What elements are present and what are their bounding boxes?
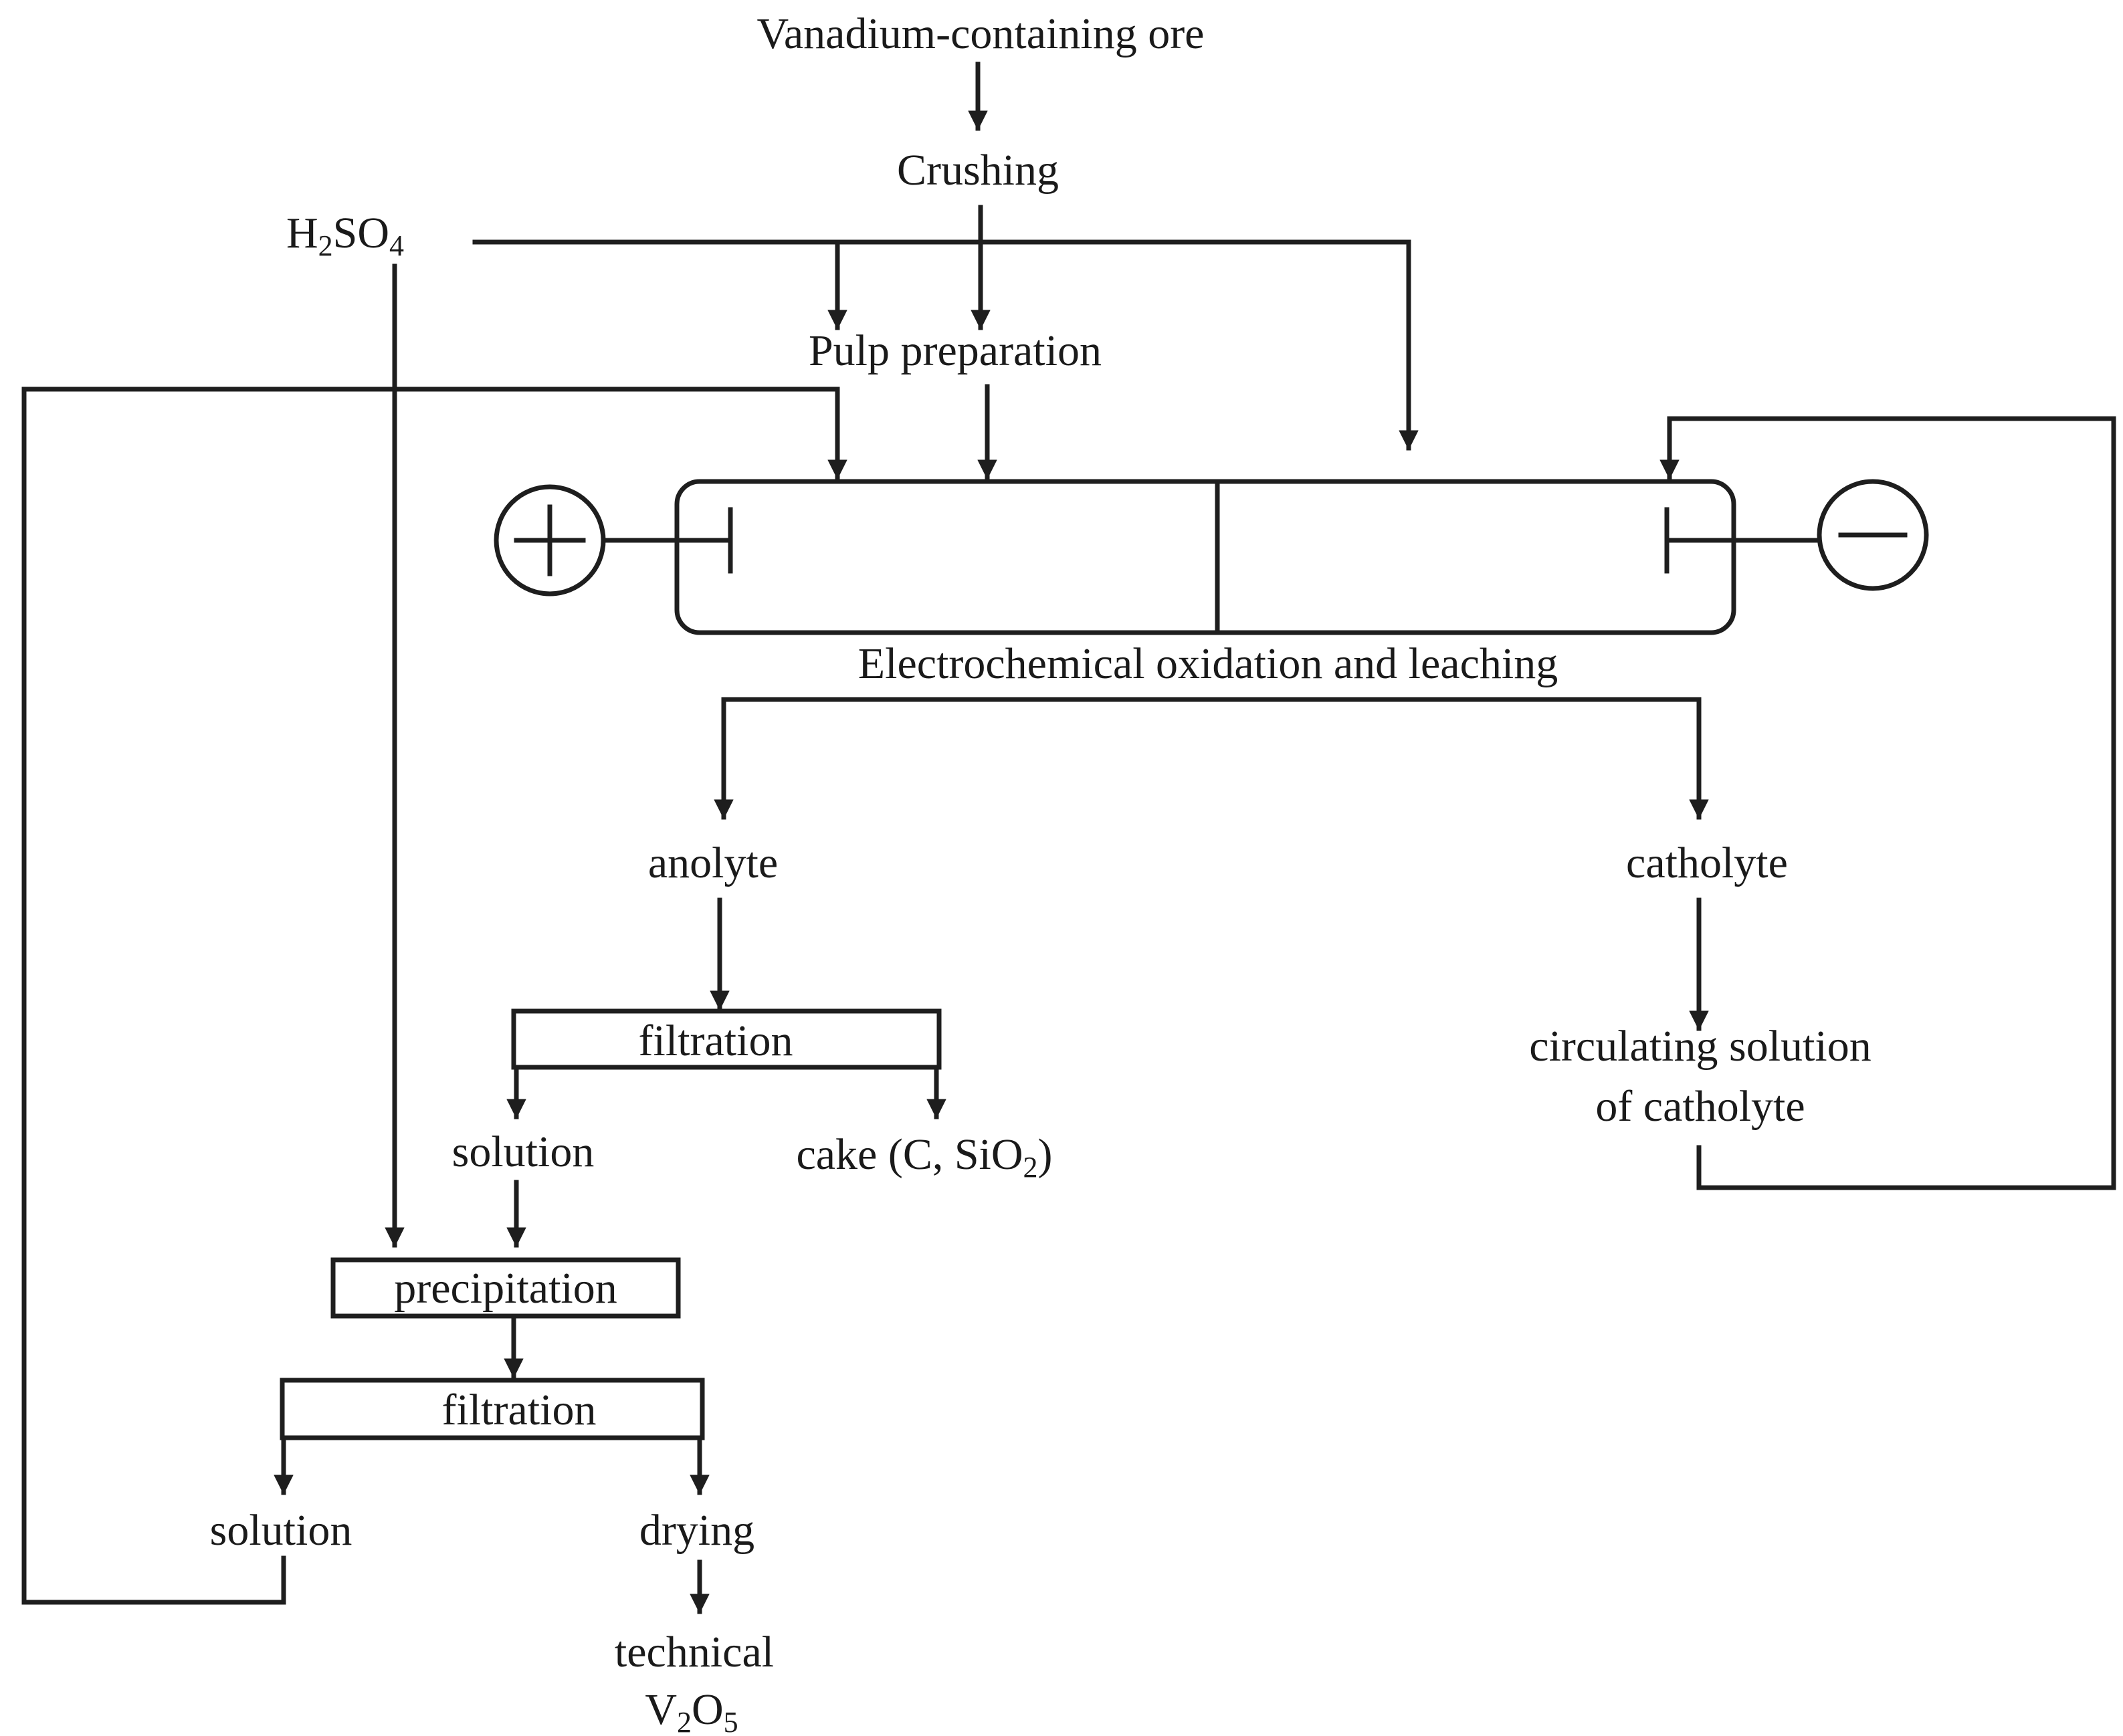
filtration-2-box bbox=[280, 1378, 705, 1440]
filtration-2-label: filtration bbox=[442, 1386, 597, 1434]
electrolyzer-split-line bbox=[721, 697, 1702, 820]
precipitation-box bbox=[330, 1257, 681, 1319]
solution-recycle-line bbox=[21, 387, 840, 1605]
ore-label: Vanadium-containing ore bbox=[757, 9, 1205, 58]
precipitation-label: precipitation bbox=[394, 1264, 617, 1313]
electrolyzer-cell bbox=[674, 479, 1736, 635]
cathode-minus-icon bbox=[1817, 479, 1929, 591]
acid-label: H2SO4 bbox=[286, 209, 404, 262]
solution-2-label: solution bbox=[210, 1506, 352, 1555]
product-label-line2: V2O5 bbox=[645, 1685, 738, 1736]
filtration-1-label: filtration bbox=[639, 1016, 793, 1065]
product-label-line1: technical bbox=[615, 1628, 774, 1676]
circulating-label-line2: of catholyte bbox=[1595, 1082, 1805, 1131]
catholyte-circulation-line bbox=[1667, 416, 2116, 1190]
catholyte-label: catholyte bbox=[1626, 839, 1788, 887]
drying-label: drying bbox=[639, 1506, 754, 1555]
pulp-label: Pulp preparation bbox=[809, 326, 1102, 375]
circulating-label-line1: circulating solution bbox=[1529, 1022, 1871, 1071]
filtration-1-box bbox=[511, 1008, 942, 1070]
crushing-label: Crushing bbox=[897, 146, 1059, 195]
anode-plus-icon bbox=[494, 484, 606, 596]
solution-1-label: solution bbox=[452, 1127, 595, 1176]
anolyte-label: anolyte bbox=[648, 839, 778, 887]
electrolyzer-label: Electrochemical oxidation and leaching bbox=[858, 639, 1558, 688]
cake-label: cake (C, SiO2) bbox=[796, 1130, 1052, 1184]
